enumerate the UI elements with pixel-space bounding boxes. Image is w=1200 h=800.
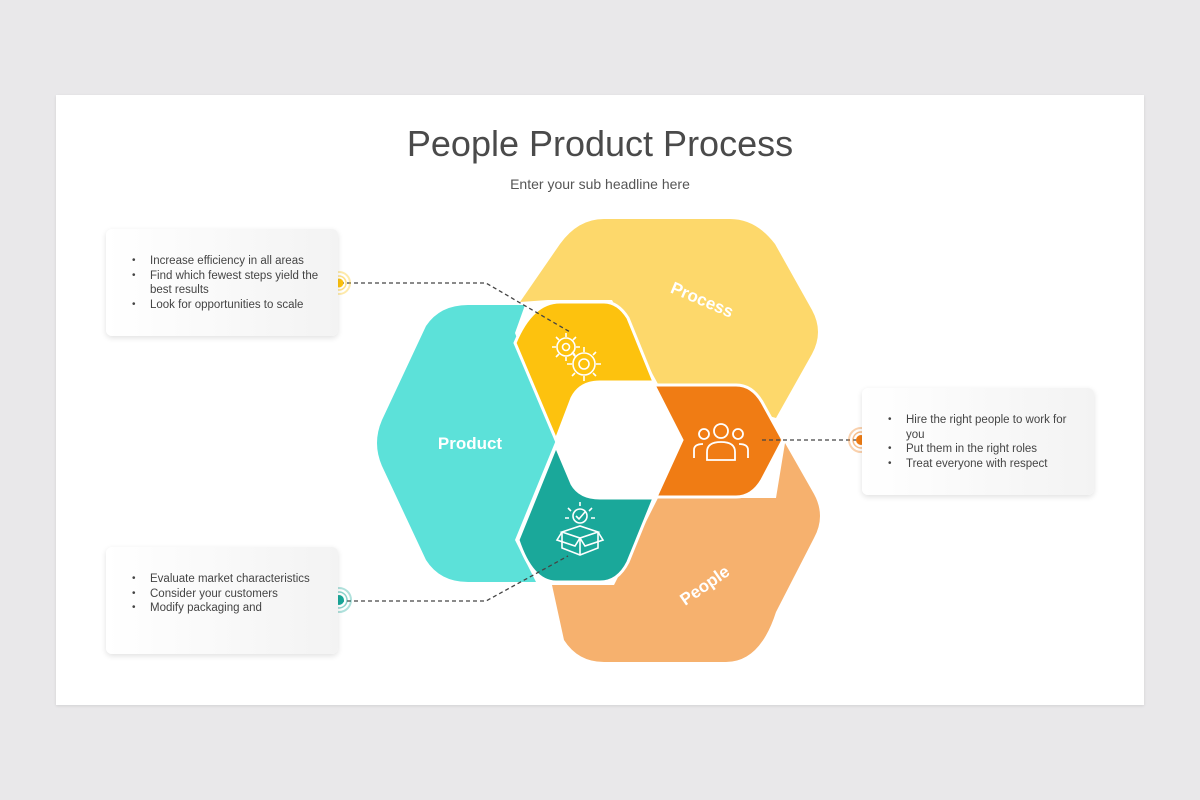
team-icon [693,423,749,461]
people-bullet-list: Hire the right people to work for you Pu… [886,413,1078,471]
bullet-item: Evaluate market characteristics [130,572,322,587]
product-inner-segment [516,442,657,584]
process-info-card: Increase efficiency in all areas Find wh… [106,229,338,336]
bullet-item: Look for opportunities to scale [130,298,322,313]
gears-icon [552,333,601,381]
page-title: People Product Process [406,123,794,164]
product-bullet-list: Evaluate market characteristics Consider… [130,572,322,616]
people-hexagon: People [552,443,820,662]
bullet-item: Hire the right people to work for you [886,413,1078,442]
product-box-icon [555,502,605,556]
page-subtitle: Enter your sub headline here [510,176,690,192]
product-info-card: Evaluate market characteristics Consider… [106,547,338,654]
bullet-item: Treat everyone with respect [886,457,1078,472]
process-bullet-list: Increase efficiency in all areas Find wh… [130,254,322,312]
product-hexagon: Product [377,305,556,582]
bullet-item: Put them in the right roles [886,442,1078,457]
process-hexagon: Process [520,219,818,418]
bullet-item: Find which fewest steps yield the best r… [130,269,322,298]
people-info-card: Hire the right people to work for you Pu… [862,388,1094,495]
process-inner-segment [513,300,657,445]
people-inner-segment [651,383,785,499]
bullet-item: Consider your customers [130,587,322,602]
product-label: Product [438,434,503,453]
bullet-item: Increase efficiency in all areas [130,254,322,269]
bullet-item: Modify packaging and [130,601,322,616]
